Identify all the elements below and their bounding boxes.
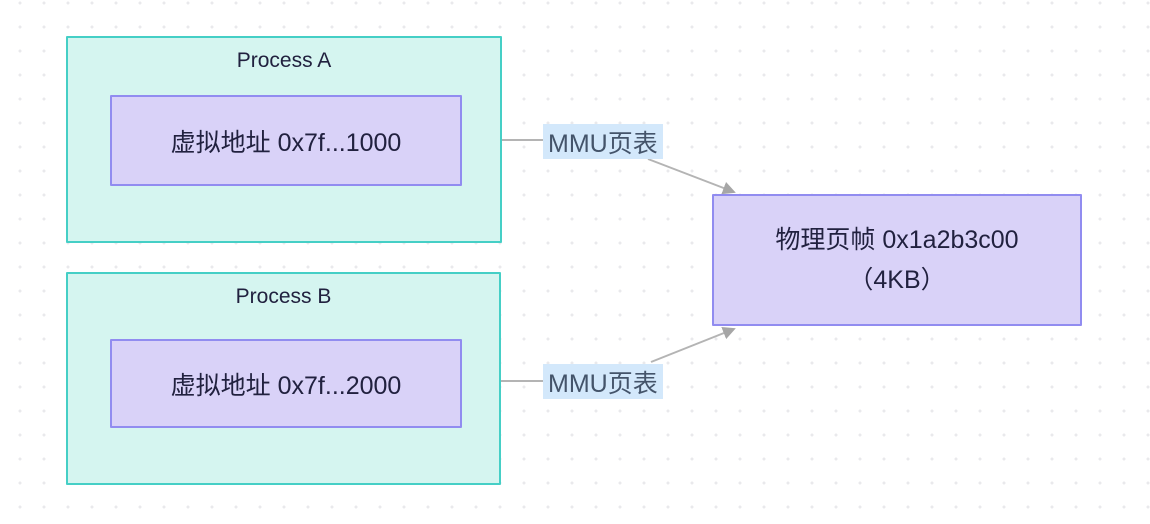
mmu-page-table-label-bottom-text: MMU页表 xyxy=(548,369,658,398)
mmu-page-table-label-top-text: MMU页表 xyxy=(548,129,658,158)
mmu-page-table-label-bottom: MMU页表 xyxy=(543,364,663,399)
process-a-node: Process A 虚拟地址 0x7f...1000 xyxy=(66,36,502,243)
physical-frame-size-label: （4KB） xyxy=(848,266,946,294)
process-b-virtual-address-label: 虚拟地址 0x7f...2000 xyxy=(170,371,402,400)
process-a-virtual-address-node: 虚拟地址 0x7f...1000 xyxy=(110,95,462,186)
mmu-page-table-label-top: MMU页表 xyxy=(543,124,663,159)
process-b-node: Process B 虚拟地址 0x7f...2000 xyxy=(66,272,501,485)
arrow-label-to-frame-bottom xyxy=(650,327,736,363)
arrow-label-to-frame-top xyxy=(647,158,736,195)
physical-frame-address-label: 物理页帧 0x1a2b3c00 xyxy=(775,225,1019,254)
process-a-title: Process A xyxy=(236,49,332,72)
process-b-virtual-address-node: 虚拟地址 0x7f...2000 xyxy=(110,339,462,428)
process-b-title: Process B xyxy=(235,285,332,308)
physical-frame-node: 物理页帧 0x1a2b3c00 （4KB） xyxy=(712,194,1082,326)
process-a-virtual-address-label: 虚拟地址 0x7f...1000 xyxy=(170,128,402,157)
